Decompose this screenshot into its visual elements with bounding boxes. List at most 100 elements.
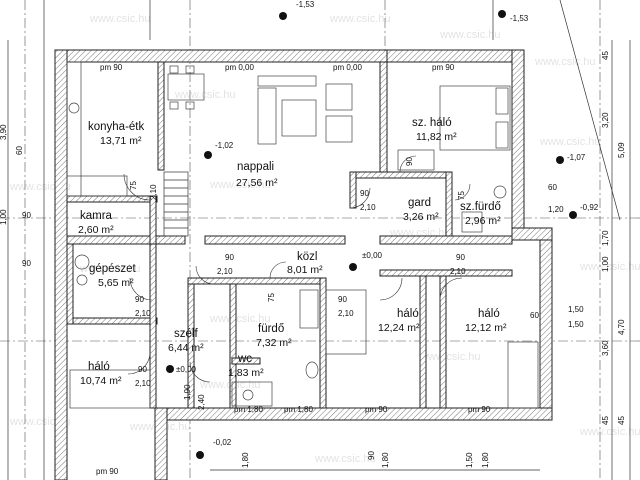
level-label: -1,07: [567, 153, 586, 162]
watermark: www.csic.hu: [534, 56, 596, 68]
dim-label: 1,50: [568, 320, 584, 329]
dim-label: pm 90: [432, 63, 455, 72]
dim-label: 90: [405, 157, 414, 166]
dim-label: 3,20: [601, 112, 610, 128]
dim-label: 5,09: [617, 142, 626, 158]
level-marker: -1,02: [204, 141, 234, 159]
dim-label: 75: [129, 181, 138, 190]
watermark: www.csic.hu: [439, 29, 501, 41]
level-label: -0,92: [580, 203, 599, 212]
dim-label: 2,10: [135, 309, 151, 318]
room-area-halo-left: 10,74 m²: [80, 375, 122, 387]
dim-label: 45: [601, 416, 610, 425]
dim-label: 1,00: [601, 256, 610, 272]
level-marker: -0,92: [569, 203, 599, 219]
dim-label: 90: [367, 451, 376, 460]
dim-label: 2,10: [135, 379, 151, 388]
dim-label: 90: [456, 253, 465, 262]
room-area-halo-mid: 12,24 m²: [378, 322, 420, 334]
dim-label: pm 1,80: [234, 405, 263, 414]
dim-label: 1,70: [601, 230, 610, 246]
room-area-kamra: 2,60 m²: [78, 224, 114, 236]
level-label: -0,02: [213, 438, 232, 447]
dim-label: pm 0,00: [333, 63, 362, 72]
furniture: [66, 61, 539, 409]
dim-label: 1,00: [0, 209, 8, 225]
dim-label: 1,80: [241, 452, 250, 468]
room-area-szelf: 6,44 m²: [168, 342, 204, 354]
level-label: -1,53: [296, 0, 315, 9]
room-name-gard: gard: [408, 197, 431, 209]
dim-label: 2,10: [450, 267, 466, 276]
dim-label: 1,80: [481, 452, 490, 468]
room-area-szhalo: 11,82 m²: [416, 131, 457, 143]
room-area-gard: 3,26 m²: [403, 211, 439, 223]
dim-label: 90: [225, 253, 234, 262]
room-name-kamra: kamra: [80, 210, 113, 222]
level-marker: -1,07: [556, 153, 586, 164]
watermark: www.csic.hu: [314, 453, 376, 465]
dimension-labels: pm 90 pm 0,00 pm 0,00 pm 90 pm 90 pm 90 …: [0, 51, 626, 476]
room-name-nappali: nappali: [237, 161, 274, 173]
room-name-wc: wc: [237, 353, 252, 365]
level-marker: ±0,00: [166, 365, 197, 374]
dim-label: 90: [360, 189, 369, 198]
watermark: www.csic.hu: [79, 263, 141, 275]
dim-label: pm 90: [365, 405, 388, 414]
dim-label: 2,10: [338, 309, 354, 318]
dim-label: 90: [22, 211, 31, 220]
level-label: -1,02: [215, 141, 234, 150]
level-markers: -1,02 ±0,00 ±0,00 -1,07 -0,92 -0,02 -1,5…: [166, 0, 599, 459]
dim-label: 90: [22, 259, 31, 268]
dim-label: 60: [530, 311, 539, 320]
watermark: www.csic.hu: [209, 179, 271, 191]
room-labels: konyha-étk 13,71 m² nappali 27,56 m² sz.…: [78, 117, 507, 387]
walls: [54, 49, 553, 480]
room-area-kozl: 8,01 m²: [287, 264, 323, 276]
watermark: www.csic.hu: [174, 89, 236, 101]
dim-label: 90: [138, 365, 147, 374]
watermark: www.csic.hu: [329, 13, 391, 25]
dim-label: pm 90: [100, 63, 123, 72]
dim-label: pm 1,80: [284, 405, 313, 414]
level-marker: ±0,00: [349, 251, 383, 271]
room-name-halo-right: háló: [478, 308, 500, 320]
dim-label: 4,70: [617, 319, 626, 335]
dim-label: 2,40: [197, 394, 206, 410]
level-label: ±0,00: [176, 365, 197, 374]
level-label: -1,53: [510, 14, 529, 23]
dim-label: 3,90: [0, 124, 8, 140]
room-name-konyha: konyha-étk: [88, 121, 145, 133]
watermark: www.csic.hu: [419, 351, 481, 363]
dim-label: 90: [338, 295, 347, 304]
room-name-halo-mid: háló: [397, 308, 419, 320]
dim-label: 90: [135, 295, 144, 304]
dim-label: pm 90: [96, 467, 119, 476]
dim-label: 1,50: [568, 305, 584, 314]
dim-label: 3,60: [601, 340, 610, 356]
room-name-szhalo: sz. háló: [412, 117, 452, 129]
dim-label: 2,10: [217, 267, 233, 276]
staircase: [163, 171, 189, 237]
room-name-szfurdo: sz.fürdő: [460, 201, 501, 213]
doors: [123, 155, 471, 383]
watermark: www.csic.hu: [89, 13, 151, 25]
watermark: www.csic.hu: [539, 136, 601, 148]
room-area-furdo: 7,32 m²: [256, 337, 292, 349]
dim-label: 60: [15, 146, 24, 155]
dimension-lines: [7, 0, 631, 480]
dim-label: 60: [548, 183, 557, 192]
dim-label: 2,10: [149, 184, 158, 200]
level-marker: -1,53: [279, 0, 315, 20]
dim-label: 75: [267, 293, 276, 302]
dim-label: 45: [601, 51, 610, 60]
dim-label: pm 90: [468, 405, 491, 414]
room-area-szfurdo: 2,96 m²: [465, 215, 501, 227]
room-name-furdo: fürdő: [258, 323, 284, 335]
dim-label: 45: [617, 416, 626, 425]
dim-label: 1,90: [183, 384, 192, 400]
room-name-kozl: közl: [297, 251, 317, 263]
watermark: www.csic.hu: [579, 261, 640, 273]
dim-label: 75: [457, 191, 466, 200]
